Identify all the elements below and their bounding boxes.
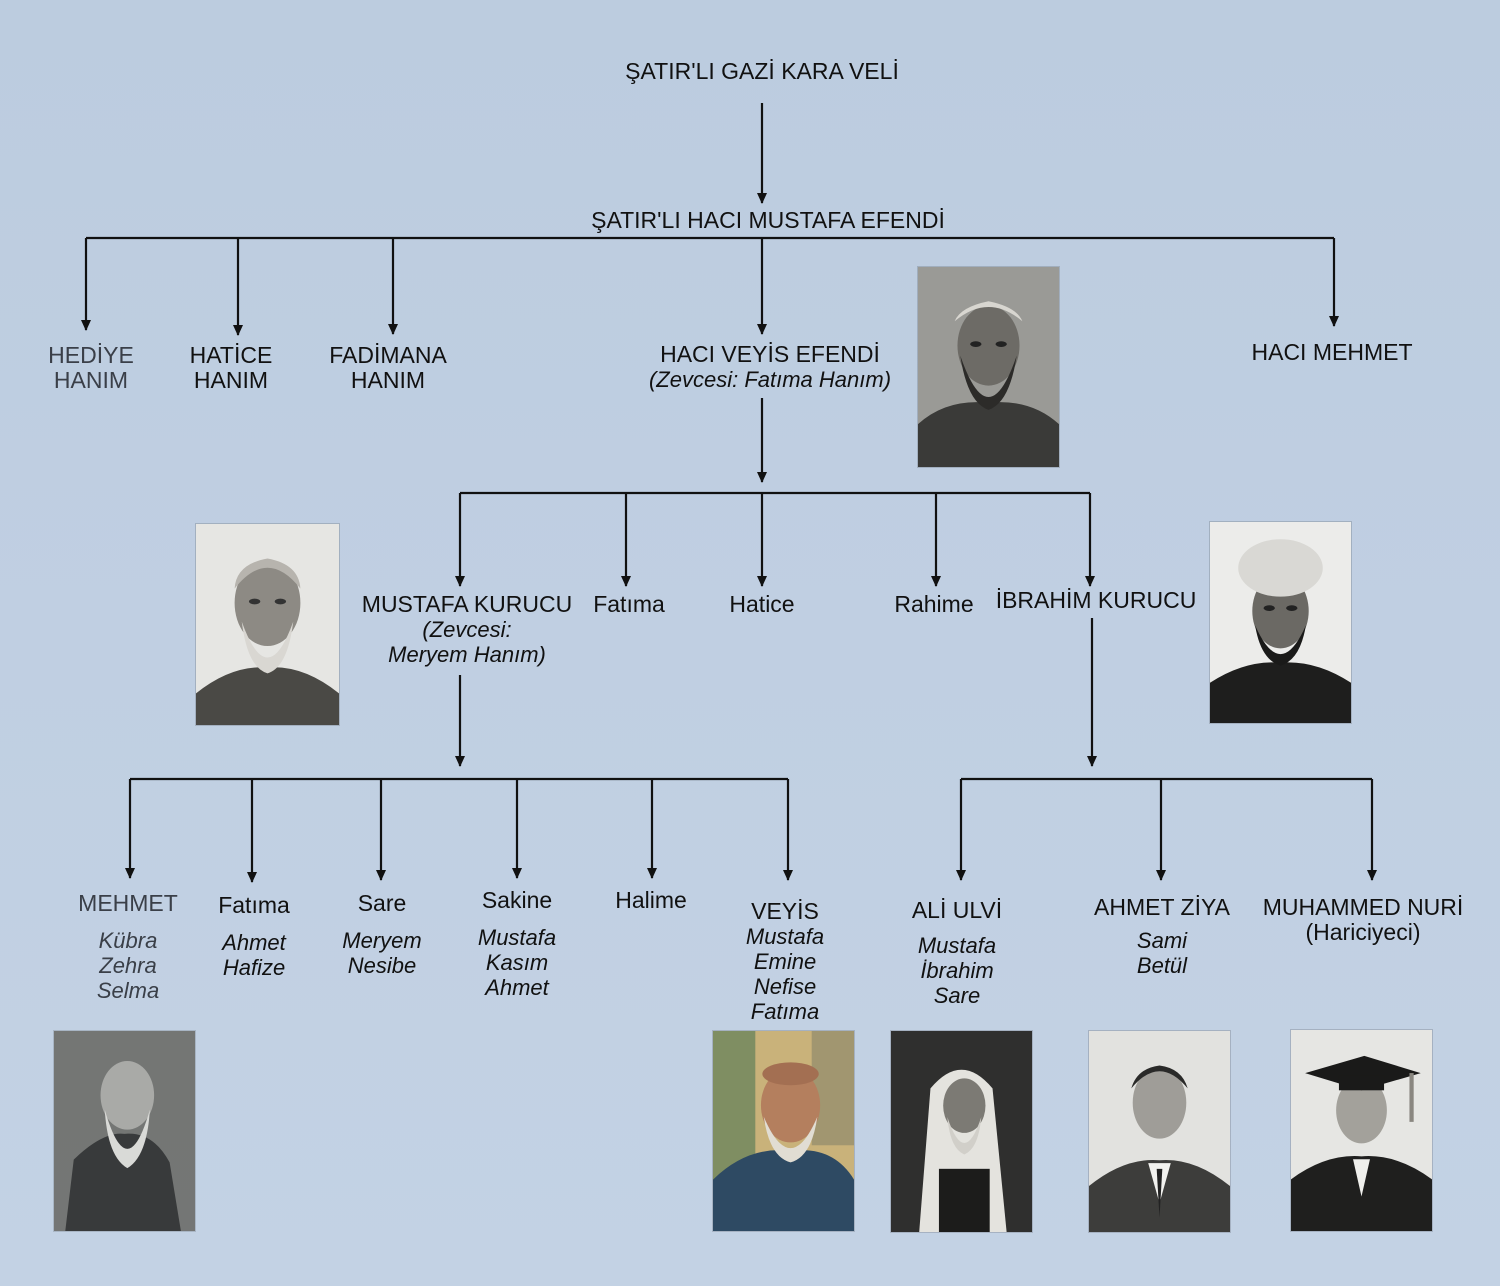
fatima-name: Fatıma xyxy=(593,591,665,617)
node-ali-ulvi: ALİ ULVİ Mustafa İbrahim Sare xyxy=(911,897,1003,1009)
ali-ulvi-children: Mustafa İbrahim Sare xyxy=(912,933,1002,1008)
portrait-veyis xyxy=(713,1031,854,1231)
veyis-child: Mustafa xyxy=(745,924,825,949)
portrait-ahmet-ziya xyxy=(1089,1031,1230,1232)
node-hatice: Hatice xyxy=(729,592,794,617)
sare-children: Meryem Nesibe xyxy=(342,928,421,978)
node-fatima-g4: Fatıma Ahmet Hafize xyxy=(218,892,290,981)
root-name: ŞATIR'LI GAZİ KARA VELİ xyxy=(625,58,899,84)
hediye-line2: HANIM xyxy=(53,367,129,393)
rahime-name: Rahime xyxy=(894,591,974,617)
ahmet-ziya-child: Sami xyxy=(1136,928,1188,953)
portrait-haci-veyis-efendi xyxy=(918,267,1059,467)
fadimana-line1: FADİMANA xyxy=(329,342,447,368)
hediye-line1: HEDİYE xyxy=(48,342,134,368)
node-hediye-hanim: HEDİYE HANIM xyxy=(48,343,134,393)
veyis-child: Nefise xyxy=(753,974,817,999)
ahmet-ziya-children: Sami Betül xyxy=(1094,928,1230,978)
node-ahmet-ziya: AHMET ZİYA Sami Betül xyxy=(1094,894,1230,979)
veyis-child: Fatıma xyxy=(750,999,820,1024)
mustafa-kurucu-spouse-1: (Zevcesi: xyxy=(422,617,512,642)
ali-ulvi-child: Mustafa xyxy=(917,933,997,958)
node-halime: Halime xyxy=(615,888,687,913)
mehmet-name: MEHMET xyxy=(78,890,178,916)
node-hatice-hanim: HATİCE HANIM xyxy=(190,343,273,393)
muhammed-nuri-note: (Hariciyeci) xyxy=(1305,919,1421,945)
node-sare: Sare Meryem Nesibe xyxy=(342,890,421,979)
veyis-child: Emine xyxy=(753,949,817,974)
node-ibrahim-kurucu: İBRAHİM KURUCU xyxy=(996,588,1197,613)
node-root: ŞATIR'LI GAZİ KARA VELİ xyxy=(625,59,899,84)
node-haci-mehmet: HACI MEHMET xyxy=(1252,340,1413,365)
fatima-g4-children: Ahmet Hafize xyxy=(218,930,290,980)
muhammed-nuri-name: MUHAMMED NURİ xyxy=(1262,894,1464,920)
mehmet-child: Selma xyxy=(96,978,160,1003)
sakine-child: Mustafa xyxy=(477,925,557,950)
hatice-hanim-line2: HANIM xyxy=(193,367,269,393)
sare-name: Sare xyxy=(357,890,407,916)
node-veyis: VEYİS Mustafa Emine Nefise Fatıma xyxy=(745,898,825,1025)
node-muhammed-nuri: MUHAMMED NURİ (Hariciyeci) xyxy=(1263,895,1464,945)
haci-mustafa-efendi-name: ŞATIR'LI HACI MUSTAFA EFENDİ xyxy=(591,207,945,233)
portrait-mehmet xyxy=(54,1031,195,1231)
mustafa-kurucu-name: MUSTAFA KURUCU xyxy=(361,591,573,617)
sakine-child: Ahmet xyxy=(485,975,549,1000)
node-fatima: Fatıma xyxy=(593,592,665,617)
mehmet-children: Kübra Zehra Selma xyxy=(78,928,178,1003)
fatima-g4-name: Fatıma xyxy=(218,892,290,918)
hatice-hanim-line1: HATİCE xyxy=(189,342,273,368)
sakine-children: Mustafa Kasım Ahmet xyxy=(478,925,556,1000)
ali-ulvi-child: İbrahim xyxy=(920,958,994,983)
portrait-ibrahim-kurucu xyxy=(1210,522,1351,723)
mehmet-child: Zehra xyxy=(99,953,157,978)
haci-veyis-name: HACI VEYİS EFENDİ xyxy=(660,341,880,367)
node-haci-veyis-efendi: HACI VEYİS EFENDİ (Zevcesi: Fatıma Hanım… xyxy=(648,341,892,393)
node-fadimana-hanim: FADİMANA HANIM xyxy=(329,343,447,393)
mehmet-child: Kübra xyxy=(98,928,158,953)
sare-child: Nesibe xyxy=(347,953,417,978)
ali-ulvi-child: Sare xyxy=(933,983,981,1008)
ahmet-ziya-child: Betül xyxy=(1136,953,1188,978)
node-sakine: Sakine Mustafa Kasım Ahmet xyxy=(478,887,556,1001)
haci-mehmet-name: HACI MEHMET xyxy=(1251,339,1413,365)
sare-child: Meryem xyxy=(342,928,422,953)
sakine-name: Sakine xyxy=(481,887,553,913)
portrait-mustafa-kurucu xyxy=(196,524,339,725)
ibrahim-kurucu-name: İBRAHİM KURUCU xyxy=(995,587,1197,613)
sakine-child: Kasım xyxy=(485,950,549,975)
halime-name: Halime xyxy=(615,887,687,913)
node-mehmet: MEHMET Kübra Zehra Selma xyxy=(78,890,178,1004)
hatice-name: Hatice xyxy=(729,591,795,617)
node-mustafa-kurucu: MUSTAFA KURUCU (Zevcesi: Meryem Hanım) xyxy=(361,591,573,668)
node-haci-mustafa-efendi: ŞATIR'LI HACI MUSTAFA EFENDİ xyxy=(591,208,945,233)
veyis-name: VEYİS xyxy=(751,898,819,924)
ali-ulvi-name: ALİ ULVİ xyxy=(911,897,1003,923)
portrait-ali-ulvi xyxy=(891,1031,1032,1232)
portrait-muhammed-nuri xyxy=(1291,1030,1432,1231)
mustafa-kurucu-spouse-2: Meryem Hanım) xyxy=(388,642,546,667)
haci-veyis-spouse: (Zevcesi: Fatıma Hanım) xyxy=(648,367,892,392)
fatima-g4-child: Hafize xyxy=(222,955,286,980)
node-rahime: Rahime xyxy=(894,592,973,617)
fadimana-line2: HANIM xyxy=(350,367,426,393)
ahmet-ziya-name: AHMET ZİYA xyxy=(1094,894,1230,920)
fatima-g4-child: Ahmet xyxy=(222,930,286,955)
